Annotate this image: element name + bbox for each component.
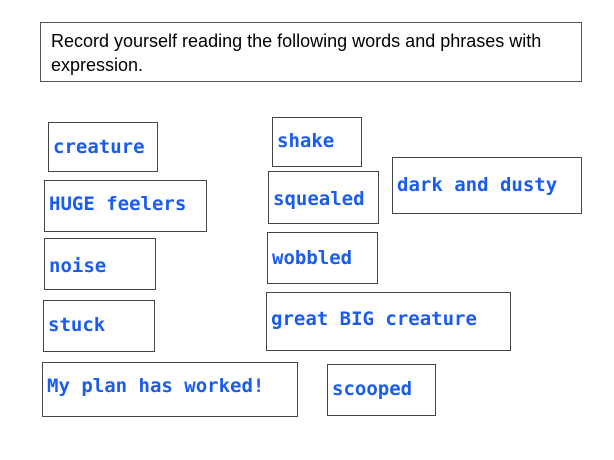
word-card-huge-feelers[interactable]: HUGE feelers [44,180,207,232]
instructions-text: Record yourself reading the following wo… [51,31,542,75]
word-card-label: wobbled [272,247,353,269]
word-card-label: My plan has worked! [47,375,265,397]
word-card-squealed[interactable]: squealed [268,171,379,224]
word-card-label: creature [53,136,145,158]
word-card-creature[interactable]: creature [48,122,158,172]
word-card-noise[interactable]: noise [44,238,156,290]
word-card-my-plan-has-worked[interactable]: My plan has worked! [42,362,298,417]
word-card-label: HUGE feelers [49,193,187,215]
word-card-scooped[interactable]: scooped [327,364,436,416]
word-card-stuck[interactable]: stuck [43,300,155,352]
word-card-label: squealed [273,188,365,210]
word-card-shake[interactable]: shake [272,117,362,167]
word-card-dark-and-dusty[interactable]: dark and dusty [392,157,582,214]
word-card-wobbled[interactable]: wobbled [267,232,378,284]
word-card-label: dark and dusty [397,174,558,196]
instructions-box: Record yourself reading the following wo… [40,22,582,82]
word-card-great-big-creature[interactable]: great BIG creature [266,292,511,351]
word-card-label: shake [277,130,335,152]
word-card-label: stuck [48,314,106,336]
word-card-label: noise [49,255,107,277]
word-card-label: scooped [332,378,413,400]
word-card-label: great BIG creature [271,308,477,330]
